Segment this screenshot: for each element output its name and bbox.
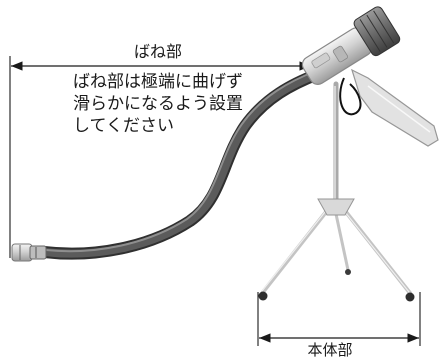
dimension-body-section [257, 292, 421, 346]
note-line-1: ばね部は極端に曲げず [73, 72, 243, 92]
spring-hose [38, 68, 324, 260]
tripod-stand [258, 81, 415, 302]
note-line-2: 滑らかになるよう設置 [73, 94, 243, 114]
installation-note: ばね部は極端に曲げず 滑らかになるよう設置 してください [73, 72, 243, 136]
hose-nozzle [11, 243, 47, 262]
tripod-wheel-right [405, 292, 415, 302]
tripod-leg-back [334, 212, 350, 272]
note-line-3: してください [73, 116, 174, 136]
body-section-label: 本体部 [307, 341, 352, 359]
main-unit [301, 6, 401, 85]
handle-arm [351, 68, 439, 147]
spring-section-label: ばね部 [134, 42, 182, 61]
tripod-leg-left [261, 210, 328, 294]
tripod-wheel-left [258, 291, 268, 301]
power-cable [339, 77, 362, 116]
tripod-hub [317, 198, 355, 216]
motor [353, 6, 401, 57]
